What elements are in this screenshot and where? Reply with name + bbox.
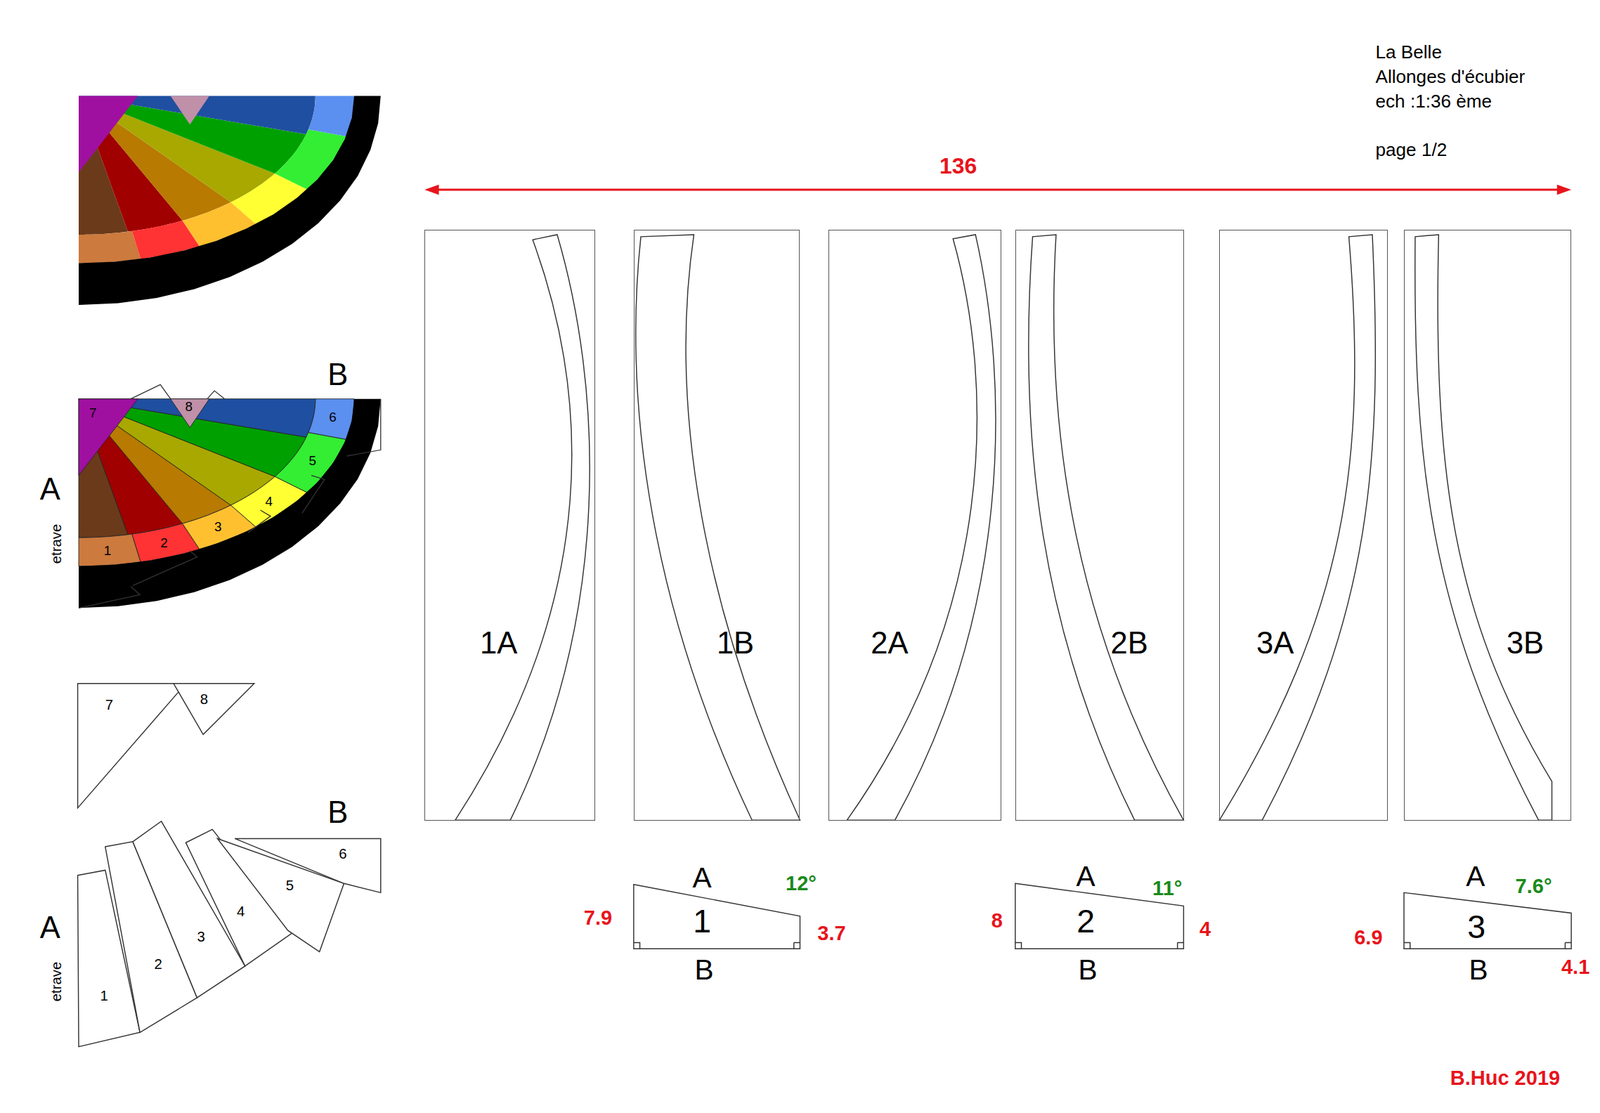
- label-text: 2A: [870, 628, 908, 660]
- label-text: 3: [1467, 909, 1486, 943]
- label-text: 8: [200, 692, 208, 707]
- piece-shape: 1: [77, 870, 140, 1047]
- fan-segment: [78, 399, 381, 609]
- label-text: 1: [103, 544, 112, 558]
- label-text: 6: [338, 846, 347, 861]
- template-box: 3A: [1219, 229, 1388, 821]
- label-text: 8: [991, 911, 1003, 932]
- label-text: 1A: [479, 628, 518, 660]
- label-text: 3: [196, 929, 205, 944]
- piece-shape: 4: [258, 491, 279, 512]
- template-box: 1B: [633, 229, 801, 821]
- label-text: 7.9: [583, 907, 613, 929]
- fan-cut-outlines: [78, 384, 381, 608]
- bevel-trapezoids: [633, 883, 1572, 949]
- label-text: 2: [153, 957, 162, 972]
- label-text: 3A: [1256, 628, 1294, 660]
- fan-segment: [78, 95, 138, 173]
- label-text: La Belle: [1375, 42, 1442, 62]
- piece-shape: 2: [153, 533, 175, 554]
- label-text: 7.6°: [1515, 876, 1553, 897]
- piece-shape: 3: [207, 517, 229, 538]
- label-text: A: [1465, 862, 1485, 891]
- fan-segment: [308, 95, 355, 137]
- fan-segment: [170, 95, 210, 125]
- unrolled-pieces: [77, 683, 381, 1047]
- label-text: 1B: [716, 628, 754, 660]
- fan-segment: [78, 399, 138, 476]
- piece-shape: 2: [105, 841, 198, 998]
- fan-colored: [78, 95, 381, 305]
- label-text: 7: [89, 406, 97, 421]
- label-text: B: [327, 360, 348, 392]
- piece-shape: A 1B: [633, 859, 801, 986]
- fan-segment: [78, 534, 141, 567]
- label-text: 4: [264, 494, 273, 509]
- label-text: A: [40, 913, 61, 945]
- label-text: 3.7: [817, 923, 846, 944]
- label-text: 11°: [1152, 878, 1182, 899]
- label-text: B: [327, 798, 348, 830]
- label-text: A: [40, 474, 61, 506]
- label-text: 6.9: [1354, 927, 1383, 948]
- template-box: 3B: [1403, 229, 1572, 821]
- label-text: 8: [184, 400, 193, 414]
- label-text: 1: [99, 988, 108, 1003]
- fan-segment: [78, 231, 141, 264]
- piece-shape: 1: [97, 541, 119, 562]
- fan-segment: [78, 95, 381, 305]
- label-text: 3: [214, 520, 223, 535]
- template-box: 2A: [828, 229, 1001, 821]
- label-text: B: [1077, 954, 1097, 984]
- piece-shape: 7: [82, 403, 104, 424]
- label-text: B: [694, 954, 714, 984]
- fan-segment: [170, 399, 210, 428]
- dimension-arrow: [424, 184, 1572, 196]
- fan-segment: [308, 399, 355, 440]
- label-text: 5: [309, 454, 317, 468]
- label-text: 4: [236, 904, 245, 919]
- piece-shape: 8: [179, 399, 197, 416]
- label-text: 3B: [1506, 628, 1544, 660]
- template-box: 1A: [424, 229, 596, 821]
- piece-shape: 5: [302, 451, 323, 472]
- piece-shape: 6: [322, 407, 343, 428]
- piece-shape: 6: [234, 838, 381, 894]
- template-box: 2B: [1015, 229, 1185, 821]
- label-text: etrave: [49, 524, 64, 565]
- label-text: etrave: [49, 961, 64, 1003]
- fan-numbered: [78, 399, 381, 609]
- piece-shape: 5: [217, 838, 344, 953]
- label-text: 2B: [1110, 628, 1148, 660]
- label-text: 2: [160, 536, 168, 551]
- label-text: B: [1469, 954, 1489, 984]
- piece-shape: 8: [173, 683, 255, 736]
- label-text: 136: [939, 155, 977, 178]
- label-text: page 1/2: [1375, 140, 1448, 159]
- label-text: 4: [1199, 919, 1211, 940]
- label-text: 12°: [785, 873, 817, 894]
- label-text: Allonges d'écubier: [1375, 67, 1526, 86]
- label-text: 2: [1076, 905, 1095, 938]
- label-text: A: [692, 863, 712, 893]
- label-text: ech :1:36 ème: [1375, 92, 1493, 111]
- label-text: A: [1076, 862, 1096, 891]
- label-text: B.Huc 2019: [1450, 1068, 1561, 1089]
- label-text: 1: [692, 905, 712, 938]
- label-text: 4.1: [1561, 957, 1590, 978]
- label-text: 7: [105, 697, 114, 712]
- piece-shape: 7: [77, 683, 186, 809]
- label-text: 5: [285, 878, 294, 893]
- piece-shape: 3: [132, 821, 246, 967]
- label-text: 6: [328, 411, 337, 425]
- piece-shape: 4: [185, 829, 293, 967]
